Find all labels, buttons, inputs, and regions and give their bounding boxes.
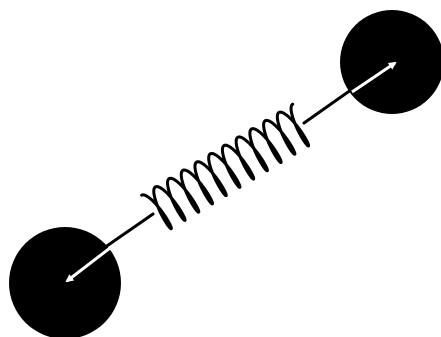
left-mass bbox=[9, 227, 121, 337]
right-mass bbox=[340, 10, 441, 114]
spring-coil bbox=[142, 104, 309, 229]
